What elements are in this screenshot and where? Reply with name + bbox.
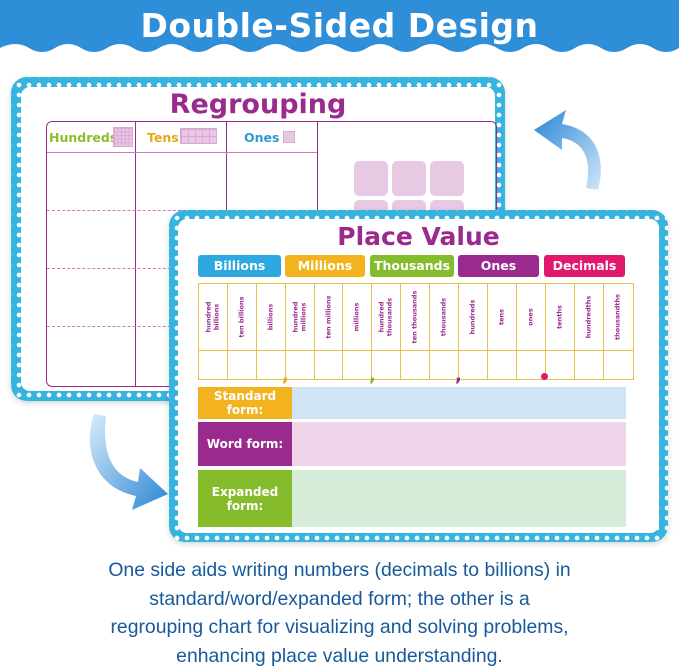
regroup-mat-cell — [354, 161, 388, 196]
place-value-columns: hundred billions ten billions billions h… — [198, 283, 634, 351]
billions-header: Billions — [198, 255, 281, 277]
expanded-form-label: Expanded form: — [198, 470, 292, 527]
caption-line: enhancing place value understanding. — [176, 644, 503, 667]
place-value-write-row — [198, 349, 634, 380]
place-label: thousandths — [613, 294, 622, 340]
place-value-card: Place Value Billions Millions Thousands … — [169, 210, 668, 542]
place-value-title: Place Value — [337, 222, 500, 251]
curved-arrow-bottom-icon — [89, 414, 168, 510]
caption-line: standard/word/expanded form; the other i… — [149, 587, 530, 610]
standard-form-label: Standard form: — [198, 387, 292, 419]
place-label: ten millions — [323, 295, 332, 339]
curved-arrow-top-icon — [534, 110, 601, 190]
millions-header: Millions — [285, 255, 365, 277]
regroup-mat-cell — [430, 161, 464, 196]
place-label: hundredths — [583, 295, 592, 339]
ones-column-label: Ones — [244, 130, 280, 145]
ones-unit-icon — [283, 131, 295, 143]
ones-header: Ones — [458, 255, 539, 277]
place-label: thousands — [439, 297, 448, 337]
hundreds-block-icon — [113, 127, 133, 147]
caption-line: One side aids writing numbers (decimals … — [108, 559, 571, 581]
place-label: tens — [497, 309, 506, 326]
tens-column-label: Tens — [147, 130, 179, 145]
place-label: hundreds — [468, 299, 477, 335]
place-value-board: Place Value Billions Millions Thousands … — [178, 219, 659, 533]
standard-form-field — [292, 387, 626, 419]
word-form-field — [292, 422, 626, 466]
millions-comma: , — [369, 365, 376, 386]
title-banner — [0, 0, 679, 52]
banner-title: Double-Sided Design — [140, 6, 539, 45]
expanded-form-field — [292, 470, 626, 527]
place-label: millions — [352, 302, 361, 332]
thousands-comma: , — [455, 365, 462, 386]
place-label: hundred millions — [291, 301, 307, 333]
place-label: ten billions — [237, 296, 246, 338]
place-label: ones — [526, 308, 535, 326]
decimals-header: Decimals — [544, 255, 625, 277]
thousands-header: Thousands — [370, 255, 454, 277]
decimal-point — [541, 373, 548, 380]
billions-comma: , — [282, 365, 289, 386]
caption-line: regrouping chart for visualizing and sol… — [110, 616, 569, 638]
regroup-mat-cell — [392, 161, 426, 196]
place-label: ten thousands — [410, 290, 419, 344]
caption: One side aids writing numbers (decimals … — [0, 556, 679, 670]
hundreds-column-label: Hundreds — [49, 130, 118, 145]
tens-rod-icon — [180, 128, 217, 144]
word-form-label: Word form: — [198, 422, 292, 466]
place-label: hundred billions — [204, 301, 220, 333]
place-label: billions — [265, 303, 274, 331]
place-label: hundred thousands — [377, 297, 394, 337]
regrouping-title: Regrouping — [169, 89, 347, 120]
place-label: tenths — [554, 305, 563, 329]
